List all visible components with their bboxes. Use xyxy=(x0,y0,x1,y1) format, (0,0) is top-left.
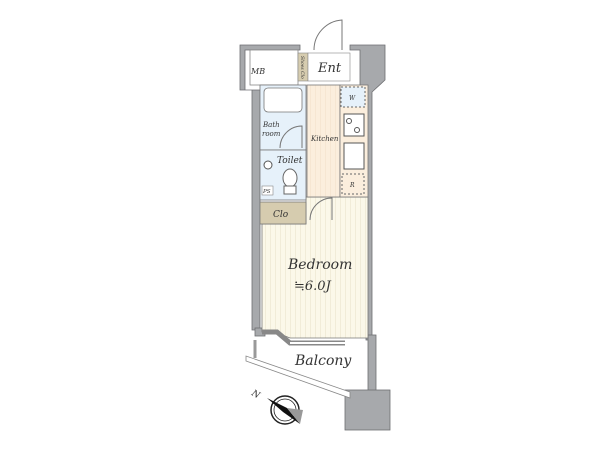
bathroom-label-2: room xyxy=(262,130,281,138)
stove-icon xyxy=(343,113,365,137)
pipe-space-label: PS xyxy=(262,189,271,195)
pipe-space xyxy=(261,185,274,196)
compass-needle-icon xyxy=(267,398,300,424)
compass: N xyxy=(249,388,303,425)
balcony-structure-block xyxy=(344,389,391,431)
closet-label: Clo xyxy=(273,210,289,220)
closet xyxy=(259,201,307,225)
entry-door[interactable] xyxy=(313,19,343,51)
refrigerator-space xyxy=(341,173,365,195)
balcony-label: Balcony xyxy=(294,353,352,369)
shoe-closet-label: Shoes Clo xyxy=(299,56,305,79)
bedroom-label: Bedroom xyxy=(287,257,352,273)
entrance-label: Ent xyxy=(317,61,342,76)
bathroom-door[interactable] xyxy=(279,125,303,149)
bedroom-door[interactable] xyxy=(309,197,333,221)
kitchen-label: Kitchen xyxy=(310,135,339,143)
washer-label: W xyxy=(349,95,356,102)
toilet-icon xyxy=(282,168,298,188)
balcony-railing xyxy=(245,355,351,399)
bathtub-icon xyxy=(263,87,303,113)
kitchen-sink-icon xyxy=(343,142,365,170)
compass-north-label: N xyxy=(249,388,263,402)
bedroom-size-label: ≒6.0J xyxy=(294,279,332,294)
balcony: Balcony xyxy=(245,340,352,399)
entrance xyxy=(307,52,351,82)
sink-icon xyxy=(263,160,273,170)
toilet-label: Toilet xyxy=(277,156,303,166)
kitchen xyxy=(306,84,341,198)
meter-box-label: MB xyxy=(250,67,265,76)
bathroom-label: Bath xyxy=(262,121,280,129)
washer-space xyxy=(340,86,366,108)
refrigerator-label: R xyxy=(349,182,355,189)
